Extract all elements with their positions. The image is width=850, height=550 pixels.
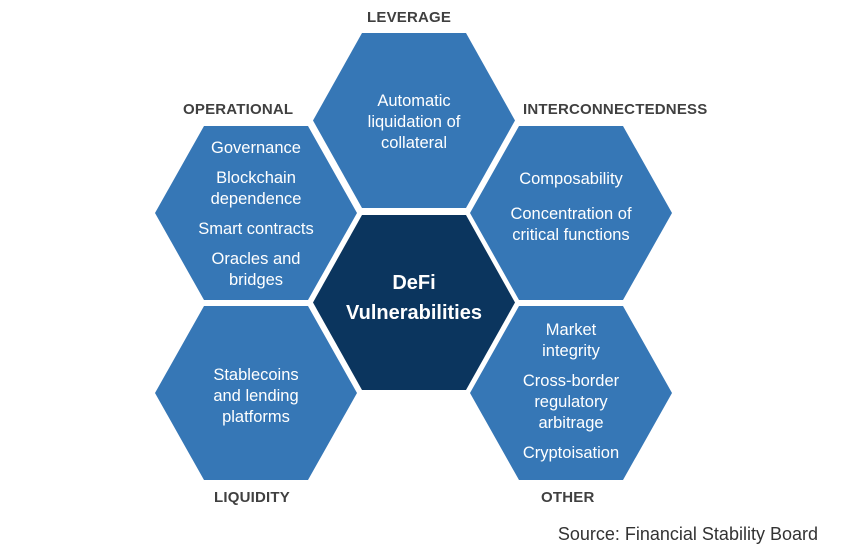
hex-operational — [155, 126, 357, 300]
label-interconnectedness: INTERCONNECTEDNESS — [523, 101, 708, 118]
item-smart-contracts: Smart contracts — [198, 220, 314, 238]
label-operational: OPERATIONAL — [183, 101, 294, 118]
label-other: OTHER — [541, 489, 595, 506]
item-governance: Governance — [211, 139, 301, 157]
hex-center — [313, 215, 515, 390]
hex-liquidity — [155, 306, 357, 480]
center-title-line1: DeFi — [392, 272, 436, 294]
leverage-items: Automatic liquidation of collateral — [313, 91, 515, 154]
label-leverage: LEVERAGE — [367, 9, 452, 26]
item-cryptoisation: Cryptoisation — [522, 444, 620, 462]
liquidity-items: Stablecoins and lending platforms — [155, 365, 357, 437]
item-composability: Composability — [519, 170, 623, 188]
item-market-integrity: Market integrity — [542, 321, 600, 360]
center-title-line2: Vulnerabilities — [346, 302, 482, 324]
item-oracles-bridges: Oracles and bridges — [211, 250, 301, 289]
other-items: Market integrity Cross-border regulatory… — [470, 320, 672, 473]
interconnectedness-items: Composability Concentration of critical … — [470, 169, 672, 255]
operational-items: Governance Blockchain dependence Smart c… — [155, 138, 357, 300]
item-concentration: Concentration of critical functions — [510, 205, 632, 244]
item-blockchain-dependence: Blockchain dependence — [210, 169, 302, 208]
item-cross-border: Cross-border regulatory arbitrage — [522, 372, 620, 432]
item-automatic-liquidation: Automatic liquidation of collateral — [367, 92, 461, 152]
hex-leverage — [313, 33, 515, 208]
hex-other — [470, 306, 672, 480]
center-title: DeFi Vulnerabilities — [313, 268, 515, 328]
source-note: Source: Financial Stability Board — [557, 524, 818, 544]
label-liquidity: LIQUIDITY — [214, 489, 290, 506]
hex-interconnectedness — [470, 126, 672, 300]
item-stablecoins: Stablecoins and lending platforms — [213, 366, 299, 426]
